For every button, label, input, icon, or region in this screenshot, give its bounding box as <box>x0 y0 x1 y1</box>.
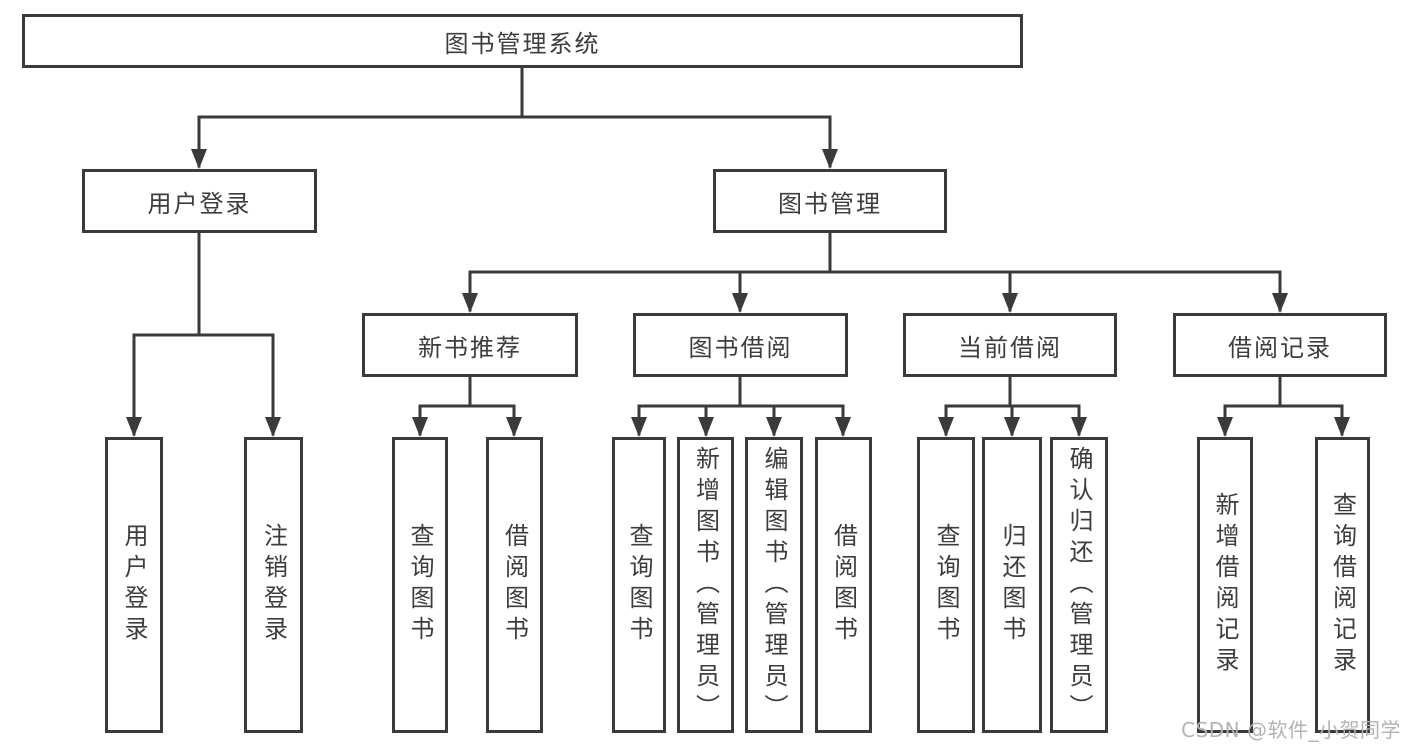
node-book-borrow: 图书借阅 <box>633 313 848 377</box>
node-label: 查询借阅记录 <box>1328 492 1357 678</box>
leaf-borrow-books: 借阅图书 <box>815 437 872 733</box>
node-current-borrow: 当前借阅 <box>903 313 1117 377</box>
node-label: 注销登录 <box>259 523 288 647</box>
arrow-down-icon <box>822 149 838 169</box>
arrow-down-icon <box>191 149 207 169</box>
connector-path <box>132 66 1344 436</box>
arrow-down-icon <box>1004 417 1020 437</box>
arrow-down-icon <box>1334 417 1350 437</box>
node-label: 图书借阅 <box>688 333 793 362</box>
leaf-logout: 注销登录 <box>244 437 303 733</box>
arrow-down-icon <box>1272 293 1288 313</box>
node-label: 用户登录 <box>147 189 252 218</box>
node-label: 借阅记录 <box>1228 333 1332 362</box>
node-label: 图书管理系统 <box>444 29 601 58</box>
leaf-return-books: 归还图书 <box>982 437 1042 733</box>
node-user-login: 用户登录 <box>82 169 317 233</box>
node-new-book-recommend: 新书推荐 <box>362 313 578 377</box>
node-label: 查询图书 <box>406 523 434 647</box>
node-borrow-records: 借阅记录 <box>1173 313 1387 377</box>
node-label: 确认归还（管理员） <box>1065 445 1093 725</box>
arrow-down-icon <box>835 417 851 437</box>
leaf-borrow-books: 借阅图书 <box>486 437 543 733</box>
node-label: 查询图书 <box>932 523 960 647</box>
arrow-down-icon <box>1002 293 1018 313</box>
node-library-management-system: 图书管理系统 <box>22 14 1023 68</box>
arrow-down-icon <box>265 417 281 437</box>
arrow-down-icon <box>698 417 714 437</box>
arrow-down-icon <box>631 417 647 437</box>
node-label: 图书管理 <box>778 189 882 218</box>
node-label: 当前借阅 <box>958 333 1062 362</box>
node-label: 借阅图书 <box>500 523 529 647</box>
node-label: 新书推荐 <box>418 333 522 362</box>
arrow-down-icon <box>766 417 782 437</box>
node-label: 编辑图书（管理员） <box>760 445 788 725</box>
leaf-query-books: 查询图书 <box>917 437 975 733</box>
csdn-watermark: CSDN @软件_小贺同学 <box>1181 718 1401 742</box>
node-label: 归还图书 <box>998 523 1026 647</box>
arrow-down-icon <box>1217 417 1233 437</box>
arrow-down-icon <box>462 293 478 313</box>
node-label: 新增借阅记录 <box>1211 492 1239 678</box>
leaf-add-borrow-record: 新增借阅记录 <box>1197 437 1253 733</box>
node-label: 新增图书（管理员） <box>691 445 720 725</box>
leaf-query-books: 查询图书 <box>612 437 666 733</box>
arrow-down-icon <box>126 417 142 437</box>
arrow-down-icon <box>732 293 748 313</box>
node-book-management: 图书管理 <box>713 169 947 233</box>
leaf-confirm-return-admin: 确认归还（管理员） <box>1050 437 1108 733</box>
node-label: 查询图书 <box>625 523 653 647</box>
arrow-down-icon <box>506 417 522 437</box>
arrow-down-icon <box>938 417 954 437</box>
arrow-down-icon <box>412 417 428 437</box>
leaf-edit-book-admin: 编辑图书（管理员） <box>745 437 803 733</box>
arrow-down-icon <box>1071 417 1087 437</box>
leaf-query-borrow-record: 查询借阅记录 <box>1315 437 1370 733</box>
node-label: 用户登录 <box>120 523 148 647</box>
leaf-user-login: 用户登录 <box>105 437 163 733</box>
leaf-add-book-admin: 新增图书（管理员） <box>677 437 734 733</box>
leaf-query-books: 查询图书 <box>392 437 448 733</box>
node-label: 借阅图书 <box>829 523 858 647</box>
